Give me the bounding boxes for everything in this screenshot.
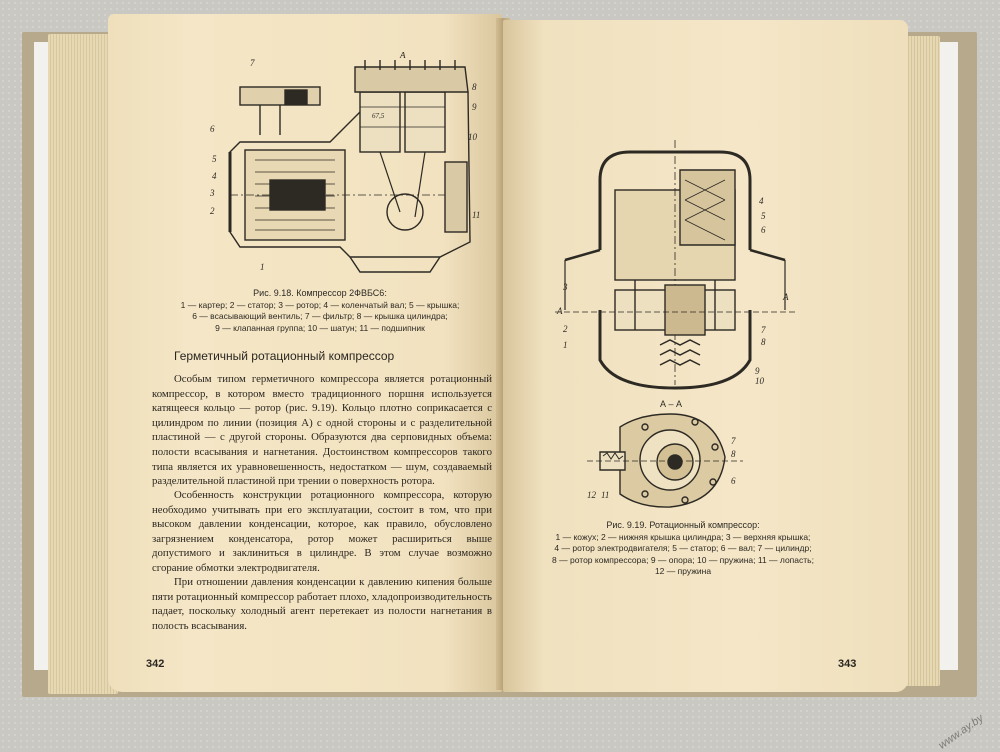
label-8: 8 [472,82,477,92]
caption-line: 9 — клапанная группа; 10 — шатун; 11 — п… [215,322,425,333]
caption-title: Рис. 9.19. Ротационный компрессор: [606,520,760,530]
paragraph-1: Особым типом герметичного компрессора яв… [152,373,492,488]
watermark: www.ay.by [936,712,986,752]
label-dimension: 67,5 [372,112,385,120]
caption-title: Рис. 9.18. Компрессор 2ФВБС6: [253,288,387,298]
caption-line: 4 — ротор электродвигателя; 5 — статор; … [554,543,812,553]
label-4: 4 [212,171,217,181]
label-9: 9 [472,102,477,112]
label-1: 1 [563,340,568,350]
section-heading: Герметичный ротационный компрессор [174,349,395,363]
label-1: 1 [260,262,265,272]
section-a-a-label: А – А [660,399,683,409]
label-5: 5 [212,154,217,164]
right-page [503,20,908,692]
caption-line: 8 — ротор компрессора; 9 — опора; 10 — п… [552,554,814,565]
label-b12: 12 [587,490,597,500]
label-8: 8 [761,337,766,347]
paragraph-2: Особенность конструкции ротационного ком… [152,489,492,574]
label-b6: 6 [731,476,736,486]
label-6: 6 [210,124,215,134]
label-2: 2 [563,324,568,334]
label-3: 3 [562,282,568,292]
caption-line: 12 — пружина [654,566,712,576]
figure-caption-9-18: Рис. 9.18. Компрессор 2ФВБС6: 1 — картер… [140,288,500,334]
label-6: 6 [761,225,766,235]
label-7: 7 [250,58,255,68]
label-b7: 7 [731,436,736,446]
caption-line: 1 — кожух; 2 — нижняя крышка цилиндра; 3… [555,531,811,542]
page-stack-left [48,34,118,694]
figure-caption-9-19: Рис. 9.19. Ротационный компрессор: 1 — к… [528,520,838,578]
caption-line: 6 — всасывающий вентиль; 7 — фильтр; 8 —… [192,311,448,321]
label-b8: 8 [731,449,736,459]
label-10: 10 [468,132,478,142]
label-a: А [399,52,406,60]
caption-line: 1 — картер; 2 — статор; 3 — ротор; 4 — к… [180,299,460,310]
label-5: 5 [761,211,766,221]
page-number-right: 343 [838,658,857,670]
label-a-left: А [556,306,563,316]
label-7: 7 [761,325,766,335]
label-b11: 11 [601,490,609,500]
label-2: 2 [210,206,215,216]
label-a-right: А [782,292,789,302]
section-a-a-drawing: 7 8 6 12 11 [587,413,743,508]
page-number-left: 342 [146,658,165,670]
label-11: 11 [472,210,480,220]
label-10: 10 [755,376,765,386]
label-9: 9 [755,366,760,376]
label-4: 4 [759,196,764,206]
compressor-2fvbs6-drawing: 7 6 5 4 3 2 1 8 9 10 11 А 67,5 [209,52,480,273]
paragraph-3: При отношении давления конденсации к дав… [152,576,492,632]
label-3: 3 [209,188,215,198]
rotary-compressor-drawing: 4 5 6 3 2 1 7 8 9 10 А А [555,140,795,390]
